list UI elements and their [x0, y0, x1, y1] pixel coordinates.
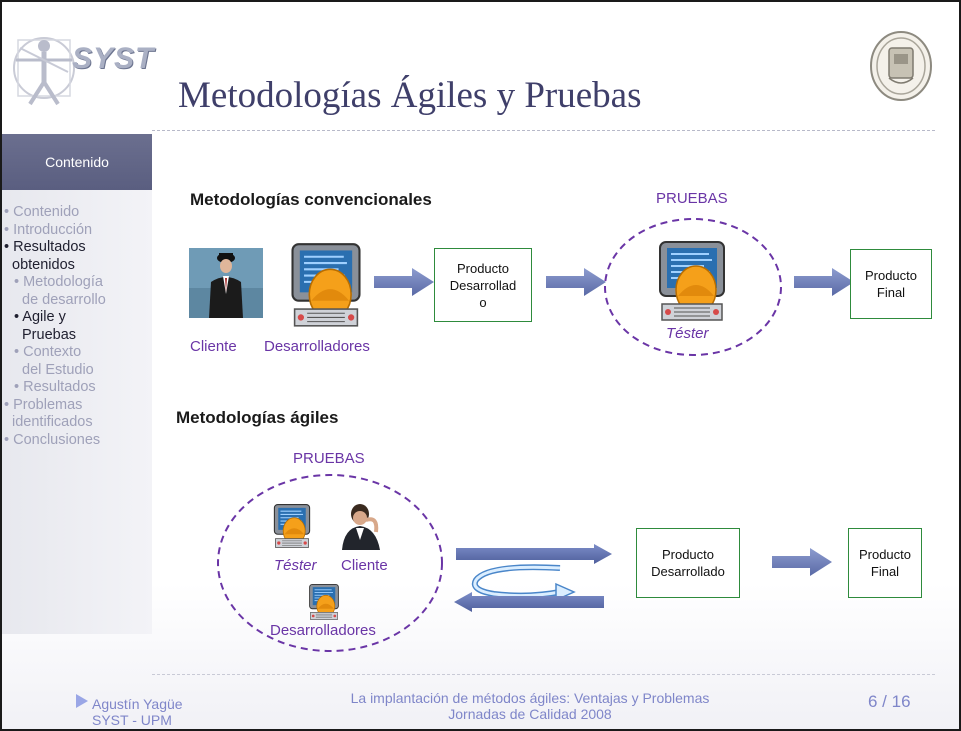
conventional-heading: Metodologías convencionales	[190, 190, 432, 209]
long-arrow-left-icon	[454, 592, 604, 612]
agile-final-box: Producto Final	[848, 528, 922, 598]
agile-final-line-1: Producto	[858, 547, 912, 562]
computer-developer-icon	[284, 240, 368, 330]
agile-product-box: Producto Desarrollado	[636, 528, 740, 598]
computer-developer-icon	[270, 502, 314, 550]
agile-client-label: Cliente	[341, 557, 388, 574]
agile-final-line-2: Final	[870, 564, 900, 579]
conventional-final-box: Producto Final	[850, 249, 932, 319]
agile-heading: Metodologías ágiles	[176, 408, 339, 427]
sidebar-item-contexto-cont[interactable]: del Estudio	[22, 361, 94, 378]
conventional-client-label: Cliente	[190, 338, 237, 355]
arrow-right-icon	[772, 548, 832, 576]
product-line-3: o	[479, 294, 487, 310]
sidebar-item-metodologia-cont[interactable]: de desarrollo	[22, 291, 106, 308]
university-seal	[869, 30, 933, 102]
vitruvian-logo-icon	[13, 37, 75, 106]
arrow-right-icon	[546, 268, 606, 296]
footer-affiliation: SYST - UPM	[92, 712, 172, 728]
footer-author-name: Agustín Yagüe	[92, 696, 183, 712]
arrow-right-icon	[374, 268, 434, 296]
arrow-right-icon	[794, 268, 854, 296]
logo-wordmark: SYST	[72, 42, 155, 75]
footer-talk-title: La implantación de métodos ágiles: Venta…	[350, 690, 710, 706]
sidebar-list: • Contenido • Introducción • Resultados …	[4, 204, 150, 449]
sidebar-item-resultados[interactable]: • Resultados	[14, 379, 96, 395]
sidebar-item-problemas-cont[interactable]: identificados	[12, 414, 93, 430]
title-divider	[152, 130, 935, 131]
slide-title: Metodologías Ágiles y Pruebas	[178, 75, 642, 116]
sidebar-item-introduccion[interactable]: • Introducción	[4, 221, 93, 238]
conventional-pruebas-label: PRUEBAS	[656, 190, 728, 207]
man-suit-icon	[189, 248, 263, 318]
conventional-product-box: Producto Desarrollad o	[434, 248, 532, 322]
agile-tester-label: Téster	[274, 557, 317, 574]
agile-product-line-2: Desarrollado	[651, 564, 725, 579]
sidebar-item-resultados-obtenidos[interactable]: • Resultados	[4, 239, 86, 255]
agile-testing-ellipse	[217, 474, 443, 652]
conventional-developers-label: Desarrolladores	[264, 338, 370, 355]
product-line-1: Producto	[456, 260, 510, 276]
sidebar-item-agile-pruebas[interactable]: • Agile y	[14, 309, 66, 325]
sidebar-item-conclusiones[interactable]: • Conclusiones	[4, 431, 101, 448]
university-seal-icon	[870, 31, 932, 101]
syst-logo: SYST	[10, 24, 153, 114]
agile-product-line-1: Producto	[661, 547, 715, 562]
sidebar-item-agile-pruebas-cont[interactable]: Pruebas	[22, 326, 77, 343]
footer-event: Jornadas de Calidad 2008	[448, 706, 612, 722]
sidebar-item-problemas[interactable]: • Problemas	[4, 396, 83, 413]
footer-author: Agustín Yagüe SYST - UPM	[92, 696, 183, 728]
final-line-1: Producto	[864, 268, 918, 283]
testing-ellipse	[604, 218, 782, 356]
sidebar-item-metodologia[interactable]: • Metodología	[14, 274, 103, 290]
footer-talk: La implantación de métodos ágiles: Venta…	[320, 690, 740, 722]
computer-developer-icon	[306, 582, 342, 622]
sidebar-item-contexto[interactable]: • Contexto	[14, 344, 82, 360]
businessman-photo-icon	[336, 498, 388, 550]
agile-developers-label: Desarrolladores	[270, 622, 376, 639]
sidebar: Contenido • Contenido • Introducción • R…	[2, 134, 152, 634]
long-arrow-right-icon	[456, 544, 612, 564]
sidebar-heading: Contenido	[2, 134, 152, 190]
product-line-2: Desarrollad	[449, 277, 517, 293]
computer-developer-icon	[652, 238, 732, 324]
play-triangle-icon	[76, 694, 88, 708]
agile-pruebas-label: PRUEBAS	[293, 450, 365, 467]
sidebar-item-resultados-obtenidos-cont[interactable]: obtenidos	[12, 256, 75, 273]
sidebar-item-contenido[interactable]: • Contenido	[4, 204, 80, 220]
footer-divider	[152, 674, 935, 675]
final-line-2: Final	[876, 285, 906, 300]
page-number: 6 / 16	[868, 692, 911, 711]
conventional-tester-label: Téster	[666, 325, 709, 342]
